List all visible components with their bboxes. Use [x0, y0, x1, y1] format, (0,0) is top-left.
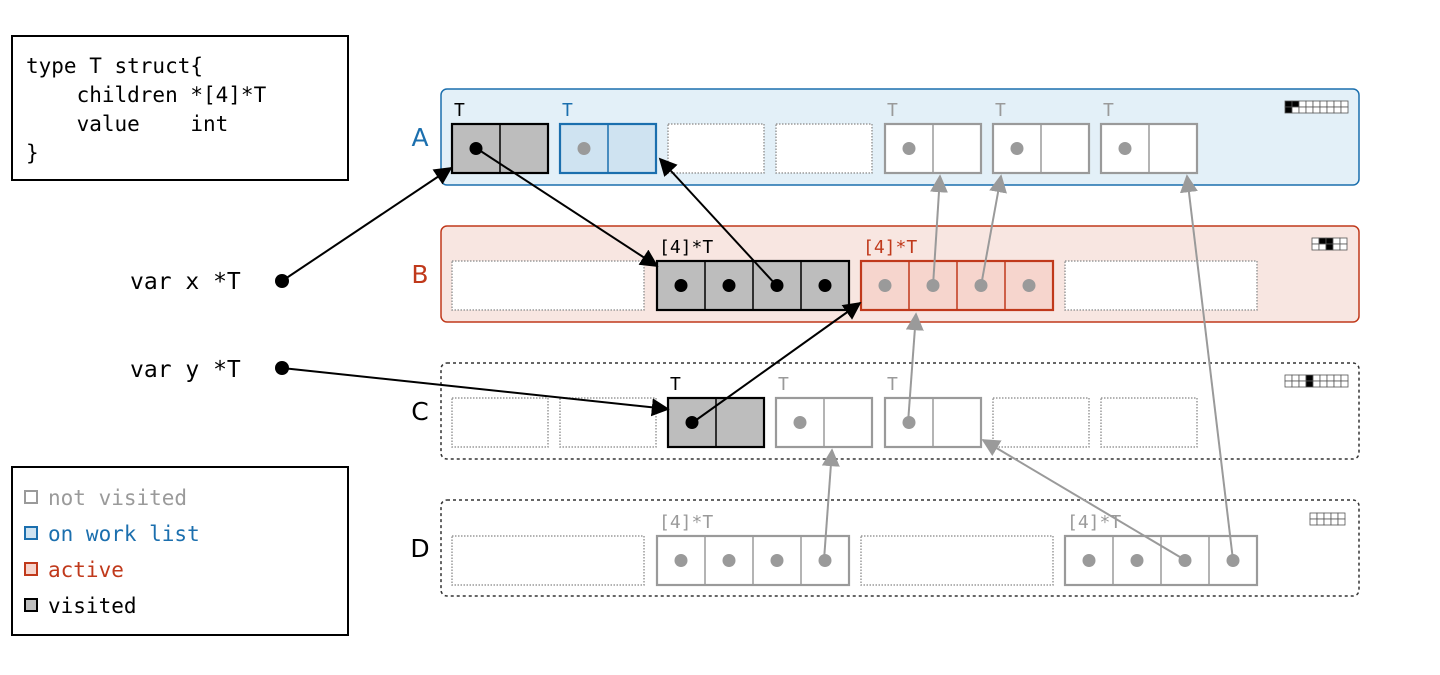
pointer-arrow	[929, 174, 948, 287]
span-label-d: D	[410, 534, 429, 563]
heap-object	[775, 123, 873, 174]
free-slot	[1100, 397, 1198, 448]
free-slot	[860, 535, 1054, 586]
legend-swatch	[24, 490, 38, 504]
legend-label: active	[48, 558, 124, 582]
legend-swatch	[24, 598, 38, 612]
pointer-dot	[818, 554, 832, 567]
heap-object	[860, 535, 1054, 586]
heap-object: T	[774, 374, 874, 449]
heap-objects: T T T T T [4]*T [4]*T T T T [4]*T [4]*T	[450, 100, 1259, 587]
object-type-label: T	[454, 100, 465, 121]
pointer-dot	[1010, 142, 1024, 155]
pointer-arrow	[981, 439, 1186, 561]
object-type-label: [4]*T	[1067, 512, 1121, 533]
pointer-arrow	[1179, 174, 1234, 561]
object-type-label: T	[562, 100, 573, 121]
span-label-b: B	[411, 260, 428, 289]
pointer-dot	[878, 279, 892, 292]
heap-object	[451, 535, 645, 586]
pointer-dot	[902, 142, 916, 155]
free-slot	[1064, 260, 1258, 311]
pointer-arrow	[281, 166, 453, 282]
pointer-arrow	[475, 147, 659, 267]
legend-swatch	[24, 526, 38, 540]
pointer-arrow	[281, 367, 670, 417]
object-type-label: [4]*T	[659, 237, 713, 258]
free-slot	[451, 535, 645, 586]
legend-swatch	[24, 562, 38, 576]
heap-object: [4]*T	[1063, 512, 1259, 587]
object-type-label: T	[670, 374, 681, 395]
object-type-label: T	[1103, 100, 1114, 121]
span-bitmap	[1284, 100, 1349, 114]
pointer-arrows	[281, 147, 1234, 561]
legend-label: not visited	[48, 486, 187, 510]
span-label-a: A	[411, 123, 428, 152]
pointer-dot	[1130, 554, 1144, 567]
pointer-dot	[1178, 554, 1192, 567]
code-line: }	[26, 141, 39, 165]
free-slot	[992, 397, 1090, 448]
object-type-label: [4]*T	[863, 237, 917, 258]
pointer-dot	[1118, 142, 1132, 155]
pointer-arrow	[691, 301, 862, 424]
type-definition-box: type T struct{ children *[4]*T value int…	[11, 35, 349, 181]
heap-object: [4]*T	[859, 237, 1055, 312]
pointer-dot	[722, 554, 736, 567]
span-label-c: C	[411, 397, 428, 426]
heap-object	[667, 123, 765, 174]
pointer-dot	[1082, 554, 1096, 567]
pointer-dot	[793, 416, 807, 429]
pointer-dot	[674, 279, 688, 292]
legend-label: on work list	[48, 522, 200, 546]
heap-object	[1100, 397, 1198, 448]
pointer-dot	[770, 554, 784, 567]
pointer-dot	[577, 142, 591, 155]
pointer-dot	[674, 554, 688, 567]
span-bitmap	[1309, 512, 1346, 526]
object-type-label: T	[778, 374, 789, 395]
var-y-label: var y *T	[130, 357, 241, 383]
heap-object	[1064, 260, 1258, 311]
heap-object: T	[883, 374, 983, 449]
legend-label: visited	[48, 594, 137, 618]
heap-object: T	[991, 100, 1091, 175]
free-slot	[667, 123, 765, 174]
heap-object: T	[558, 100, 658, 175]
code-line: type T struct{	[26, 54, 203, 78]
free-slot	[775, 123, 873, 174]
pointer-dot	[1022, 279, 1036, 292]
free-slot	[451, 397, 549, 448]
heap-object	[992, 397, 1090, 448]
pointer-arrow	[821, 448, 840, 561]
code-line: children *[4]*T	[26, 83, 267, 107]
pointer-arrow	[905, 312, 924, 424]
object-type-label: T	[995, 100, 1006, 121]
var-x-label: var x *T	[130, 269, 241, 295]
object-type-label: T	[887, 374, 898, 395]
object-type-label: T	[887, 100, 898, 121]
heap-object: T	[1099, 100, 1199, 175]
pointer-arrow	[980, 174, 1007, 287]
span-bitmap	[1311, 237, 1348, 251]
free-slot	[451, 260, 645, 311]
object-type-label: [4]*T	[659, 512, 713, 533]
heap-object: [4]*T	[655, 512, 851, 587]
legend: not visited on work list active visited	[11, 466, 349, 636]
code-line: value int	[26, 112, 228, 136]
pointer-dot	[818, 279, 832, 292]
heap-object	[451, 260, 645, 311]
span-bitmap	[1284, 374, 1349, 388]
pointer-arrow	[658, 157, 778, 287]
pointer-dot	[1226, 554, 1240, 567]
heap-object: T	[883, 100, 983, 175]
heap-object	[451, 397, 549, 448]
pointer-dot	[722, 279, 736, 292]
